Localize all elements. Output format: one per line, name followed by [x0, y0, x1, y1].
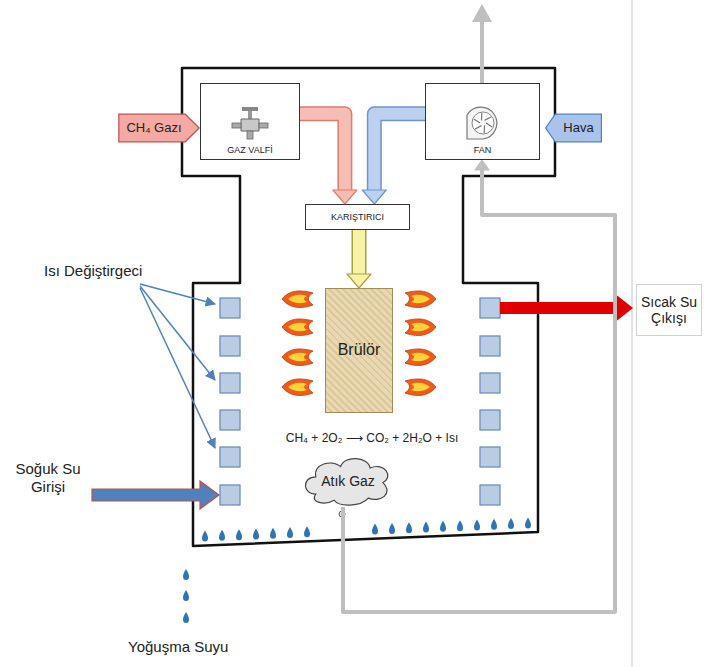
node-text: Hava	[563, 121, 593, 136]
water-drop	[525, 517, 531, 528]
fan-blade	[484, 117, 490, 120]
node-text: Brülör	[338, 341, 381, 359]
tube-square	[220, 447, 240, 467]
mixer-box: KARIŞTIRICI	[305, 204, 410, 230]
tube-square	[220, 336, 240, 356]
water-drop	[423, 522, 429, 533]
boiler-housing	[182, 68, 555, 546]
node-text: CH₄ Gazı	[126, 121, 181, 136]
valve-pipe	[247, 131, 253, 139]
fan-icon	[461, 101, 505, 143]
water-drop	[474, 519, 480, 530]
connector-arrowhead	[362, 190, 386, 204]
tube-square	[220, 298, 240, 318]
connector-arrowhead	[333, 190, 357, 204]
water-drop	[183, 590, 189, 601]
outlet-label: Yoğuşma Suyu	[128, 638, 268, 656]
heat-exchanger-leaders	[140, 284, 215, 448]
water-drop	[372, 524, 378, 535]
water-drop	[457, 520, 463, 531]
connector-outline	[352, 230, 367, 274]
tube-square	[480, 373, 500, 393]
fan-blade	[486, 123, 492, 127]
node-text: Sıcak Su Çıkışı	[639, 294, 699, 326]
water-drop	[491, 519, 497, 530]
fan-blade	[483, 125, 484, 132]
inlet-label: Soğuk Su Girişi	[8, 460, 88, 496]
reaction-equation: CH₄ + 2O₂ ⟶ CO₂ + 2H₂O + Isı	[272, 431, 472, 445]
node-text: Atık Gaz	[321, 473, 375, 489]
arrow-outline	[119, 114, 199, 142]
hot-water-label: Sıcak Su Çıkışı	[636, 284, 702, 336]
connector-arrowhead	[347, 274, 371, 288]
water-drop	[508, 518, 514, 529]
condensate-drops	[183, 517, 531, 623]
water-drop	[253, 528, 259, 539]
connector-outline	[374, 114, 425, 190]
connector-line	[353, 230, 365, 274]
connector-line	[300, 114, 345, 190]
valve-handle	[242, 107, 258, 111]
tube-square	[480, 336, 500, 356]
page-divider	[631, 0, 633, 667]
part-label: Isı Değiştirgeci	[44, 262, 174, 280]
tube-square	[220, 373, 240, 393]
arrow-outline	[546, 114, 602, 142]
air-inlet-arrow: Hava	[545, 113, 602, 143]
valve-pipe	[259, 123, 268, 128]
flow-connector	[300, 114, 357, 204]
tube-square	[220, 410, 240, 430]
gas-valve-icon	[228, 101, 272, 143]
valve-stem	[248, 111, 252, 119]
fan-blade	[480, 113, 481, 120]
tube-square	[480, 410, 500, 430]
valve-pipe	[232, 123, 241, 128]
fan-blade	[475, 125, 481, 128]
tube-square	[480, 447, 500, 467]
fan-blade	[473, 119, 479, 123]
tube-square	[480, 485, 500, 505]
exhaust-arrowhead	[472, 4, 492, 22]
node-text: GAZ VALFİ	[227, 145, 272, 155]
connector-line	[374, 114, 425, 190]
water-drop	[183, 569, 189, 580]
water-drop	[406, 522, 412, 533]
cloud-outline	[305, 459, 387, 505]
tube-square	[480, 298, 500, 318]
fan-box: FAN	[425, 83, 540, 160]
water-drop	[270, 528, 276, 539]
water-drop	[236, 529, 242, 540]
node-text: KARIŞTIRICI	[331, 212, 384, 222]
water-drop	[219, 530, 225, 541]
exhaust-line	[480, 20, 484, 83]
fan-wheel	[472, 112, 494, 134]
water-drop	[183, 612, 189, 623]
gas-valve-box: GAZ VALFİ	[200, 83, 300, 160]
water-drop	[304, 526, 310, 537]
connector-arrowhead	[475, 160, 489, 170]
water-drop	[202, 531, 208, 542]
water-drop	[440, 521, 446, 532]
flow-connector	[347, 230, 371, 288]
valve-body	[241, 119, 259, 131]
gas-inlet-arrow: CH₄ Gazı	[118, 113, 200, 143]
node-text: FAN	[474, 145, 492, 155]
water-drop	[389, 523, 395, 534]
fan-housing	[467, 107, 497, 139]
flow-connector	[362, 114, 425, 204]
flue-gas-cloud: Atık Gaz	[302, 455, 394, 507]
water-drop	[287, 527, 293, 538]
tube-square	[220, 485, 240, 505]
connector-outline	[300, 114, 345, 190]
cold-water-arrow	[92, 481, 219, 509]
burner-block: Brülör	[325, 288, 393, 413]
